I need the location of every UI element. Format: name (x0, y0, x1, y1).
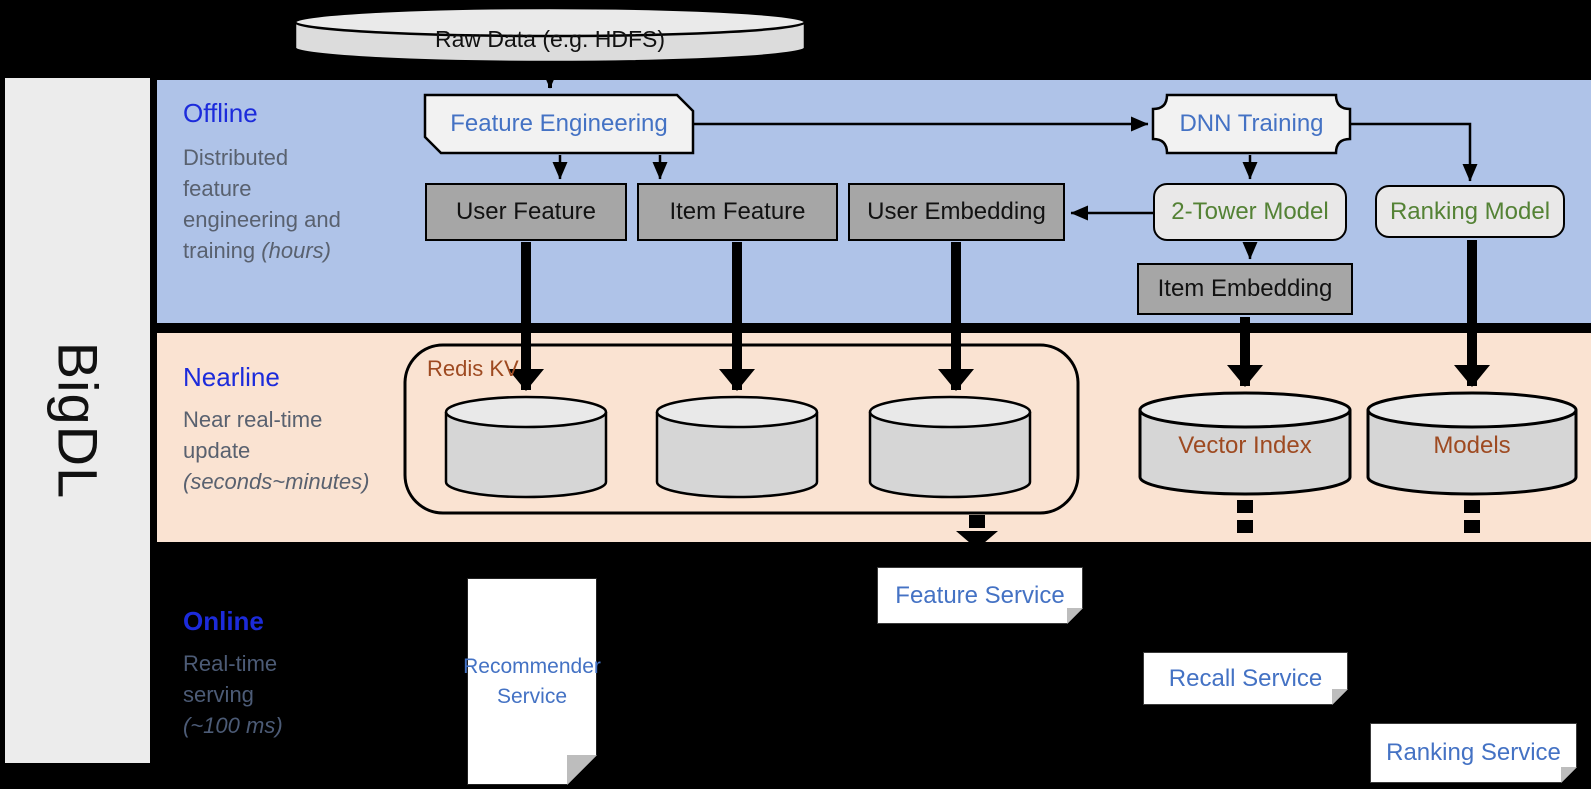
raw-data-label: Raw Data (e.g. HDFS) (434, 26, 666, 52)
node-user-embedding: User Embedding (848, 183, 1065, 241)
bigdl-logo: BigDL (46, 341, 109, 500)
node-feature-service: Feature Service (877, 567, 1083, 624)
node-item-embedding: Item Embedding (1137, 263, 1353, 315)
node-ranking-model: Ranking Model (1375, 185, 1565, 238)
offline-section-subtitle: Distributed feature engineering and trai… (183, 145, 341, 263)
node-dnn-training: DNN Training (1179, 110, 1324, 137)
node-two-tower-model: 2-Tower Model (1153, 183, 1347, 241)
vector-index-label: Vector Index (1178, 432, 1312, 459)
node-item-feature: Item Feature (637, 183, 838, 241)
folded-corner-icon (567, 755, 597, 785)
node-user-feature: User Feature (425, 183, 627, 241)
online-section-subtitle: Real-time serving (~100 ms) (183, 651, 283, 738)
redis-kv-label: Redis KV (427, 356, 519, 381)
node-feature-engineering: Feature Engineering (450, 110, 668, 137)
nearline-section-subtitle: Near real-time update (seconds~minutes) (183, 407, 370, 494)
folded-corner-icon (1067, 608, 1083, 624)
online-section-title: Online (183, 606, 264, 636)
node-recall-service: Recall Service (1143, 652, 1348, 705)
folded-corner-icon (1332, 689, 1348, 705)
node-ranking-service: Ranking Service (1370, 723, 1577, 783)
node-recommender-service: Recommender Service (463, 578, 601, 785)
bigdl-sidebar: BigDL (5, 78, 150, 763)
models-label: Models (1433, 432, 1511, 459)
folded-corner-icon (1561, 767, 1577, 783)
nearline-section-title: Nearline (183, 362, 280, 392)
offline-section-title: Offline (183, 98, 258, 128)
